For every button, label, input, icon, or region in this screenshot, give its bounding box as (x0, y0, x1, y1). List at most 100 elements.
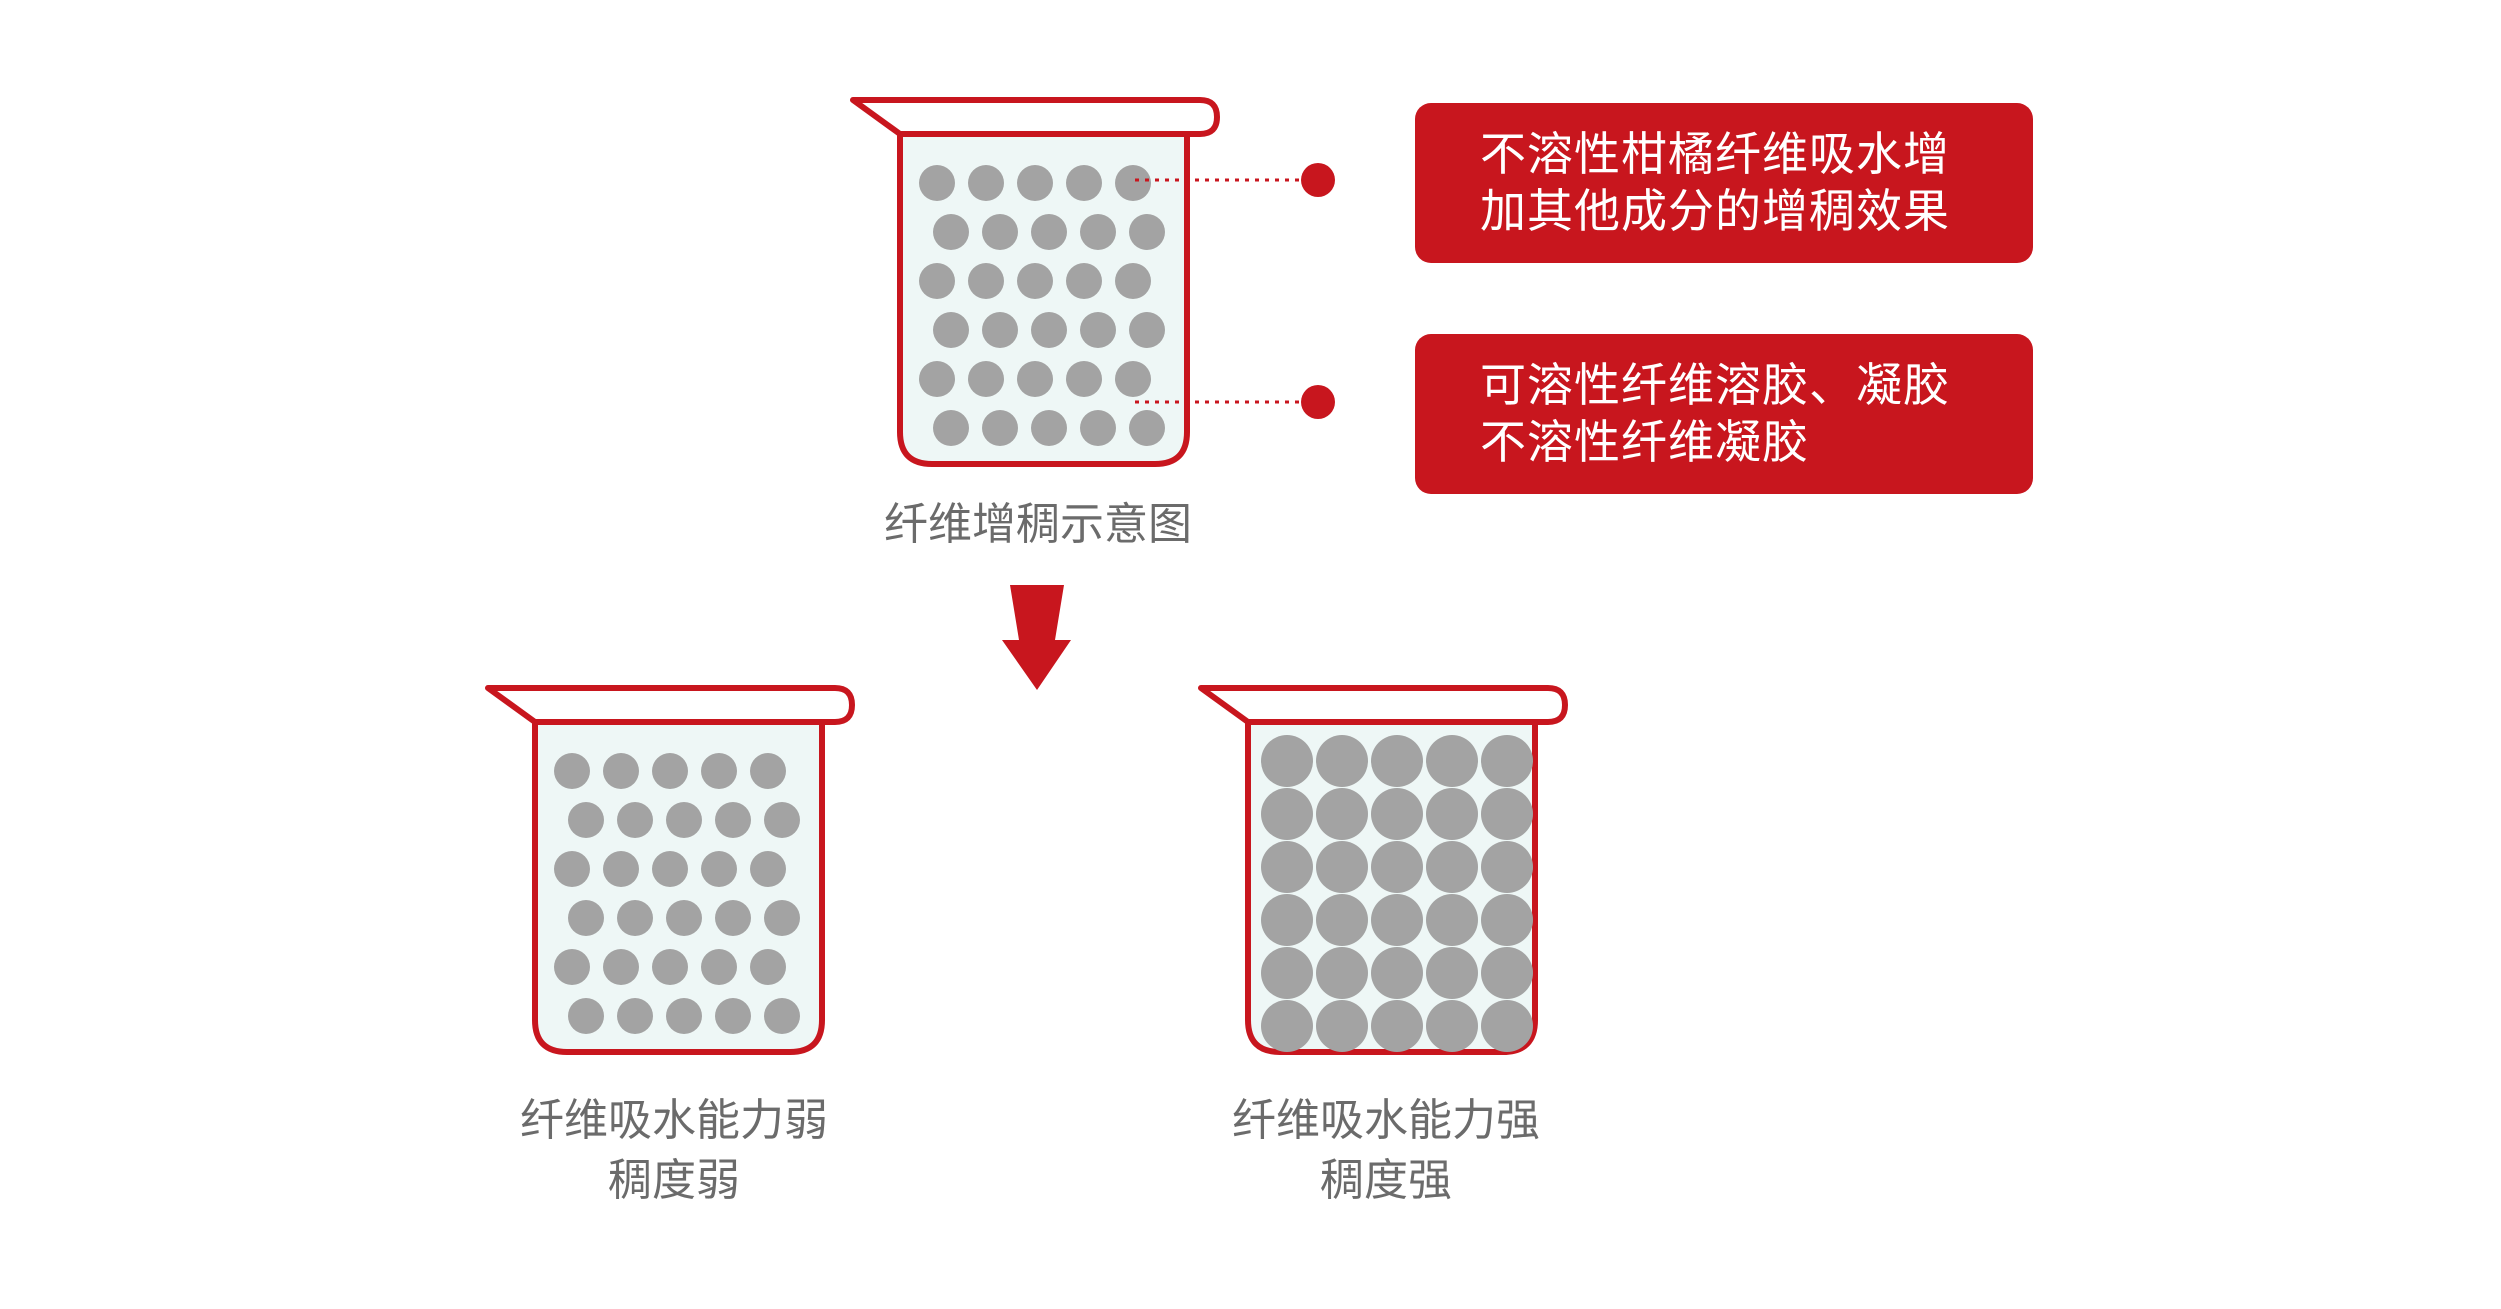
particle (919, 361, 955, 397)
particle (1031, 214, 1067, 250)
particle (715, 998, 751, 1034)
particle (933, 410, 969, 446)
particle (1371, 894, 1423, 946)
beaker-wall (897, 134, 1190, 467)
particle (1316, 894, 1368, 946)
particle (603, 949, 639, 985)
callout-fiber-gel: 可溶性纤维溶胶、凝胶 不溶性纤维凝胶 (1415, 334, 2033, 494)
caption-strong-line-1: 纤维吸水能力强 (1232, 1095, 1540, 1146)
down-arrow-icon (1002, 585, 1071, 690)
particle (1261, 1000, 1313, 1052)
caption-weak-line-2: 稠度弱 (608, 1155, 740, 1206)
beaker-strong-absorption (1198, 685, 1568, 1055)
particle (715, 802, 751, 838)
particle (933, 312, 969, 348)
caption-weak-absorption: 纤维吸水能力弱 稠度弱 (474, 1091, 874, 1211)
particle (617, 900, 653, 936)
callout-1-line-1: 不溶性柑橘纤维吸水增 (1480, 127, 1950, 181)
caption-thickening-diagram: 纤维增稠示意图 (838, 495, 1238, 555)
particle (1080, 410, 1116, 446)
particle (603, 753, 639, 789)
particle (1080, 312, 1116, 348)
particle (1316, 735, 1368, 787)
particle (1426, 1000, 1478, 1052)
beaker-wall (1245, 722, 1538, 1055)
particle (1481, 735, 1533, 787)
caption-top-text: 纤维增稠示意图 (884, 499, 1192, 550)
particle (652, 949, 688, 985)
beaker-wall (532, 722, 825, 1055)
particle (1066, 263, 1102, 299)
particle (554, 753, 590, 789)
beaker-top (850, 97, 1220, 467)
callout-2-line-1: 可溶性纤维溶胶、凝胶 (1480, 358, 1950, 412)
particle (1017, 361, 1053, 397)
pointer-dot-icon (1301, 163, 1335, 197)
particle (1371, 947, 1423, 999)
particle (1129, 410, 1165, 446)
particle (568, 802, 604, 838)
particle (617, 998, 653, 1034)
particle (750, 753, 786, 789)
particle (968, 165, 1004, 201)
callout-2-line-2: 不溶性纤维凝胶 (1480, 415, 1809, 469)
particle (1129, 214, 1165, 250)
particle (1481, 947, 1533, 999)
particle (1426, 788, 1478, 840)
caption-strong-absorption: 纤维吸水能力强 稠度强 (1186, 1091, 1586, 1211)
particle (617, 802, 653, 838)
particle (1316, 1000, 1368, 1052)
particle (750, 949, 786, 985)
beaker-rim (1198, 685, 1568, 725)
beaker-rim (485, 685, 855, 725)
caption-strong-line-2: 稠度强 (1320, 1155, 1452, 1206)
particle (554, 949, 590, 985)
particle (1261, 947, 1313, 999)
particle (1316, 788, 1368, 840)
particle (1031, 312, 1067, 348)
particle (1066, 165, 1102, 201)
particle (982, 410, 1018, 446)
particle (1129, 312, 1165, 348)
caption-weak-line-1: 纤维吸水能力弱 (520, 1095, 828, 1146)
particle (568, 900, 604, 936)
particle (1481, 894, 1533, 946)
particle (1261, 894, 1313, 946)
particle (764, 802, 800, 838)
particle (701, 753, 737, 789)
particle (750, 851, 786, 887)
particle (919, 165, 955, 201)
particle (1261, 735, 1313, 787)
particle (1426, 735, 1478, 787)
particle (568, 998, 604, 1034)
particle (1481, 1000, 1533, 1052)
particle (1481, 841, 1533, 893)
particle (1316, 947, 1368, 999)
particle (982, 214, 1018, 250)
beaker-weak-absorption (485, 685, 855, 1055)
particle (1017, 165, 1053, 201)
callout-1-line-2: 加其他成分的增稠效果 (1480, 184, 1950, 238)
particle (1371, 1000, 1423, 1052)
particle (666, 802, 702, 838)
particle (1115, 165, 1151, 201)
particle (652, 753, 688, 789)
particle (1371, 841, 1423, 893)
particle (701, 949, 737, 985)
pointer-dot-icon (1301, 385, 1335, 419)
particle (1115, 361, 1151, 397)
particle (1426, 947, 1478, 999)
particle (968, 361, 1004, 397)
particle (933, 214, 969, 250)
particle (1261, 788, 1313, 840)
callout-fiber-absorption: 不溶性柑橘纤维吸水增 加其他成分的增稠效果 (1415, 103, 2033, 263)
particle (764, 900, 800, 936)
particle (666, 998, 702, 1034)
particle (1080, 214, 1116, 250)
particle (603, 851, 639, 887)
particle (1316, 841, 1368, 893)
callout-pointers (1135, 163, 1335, 419)
particle (764, 998, 800, 1034)
